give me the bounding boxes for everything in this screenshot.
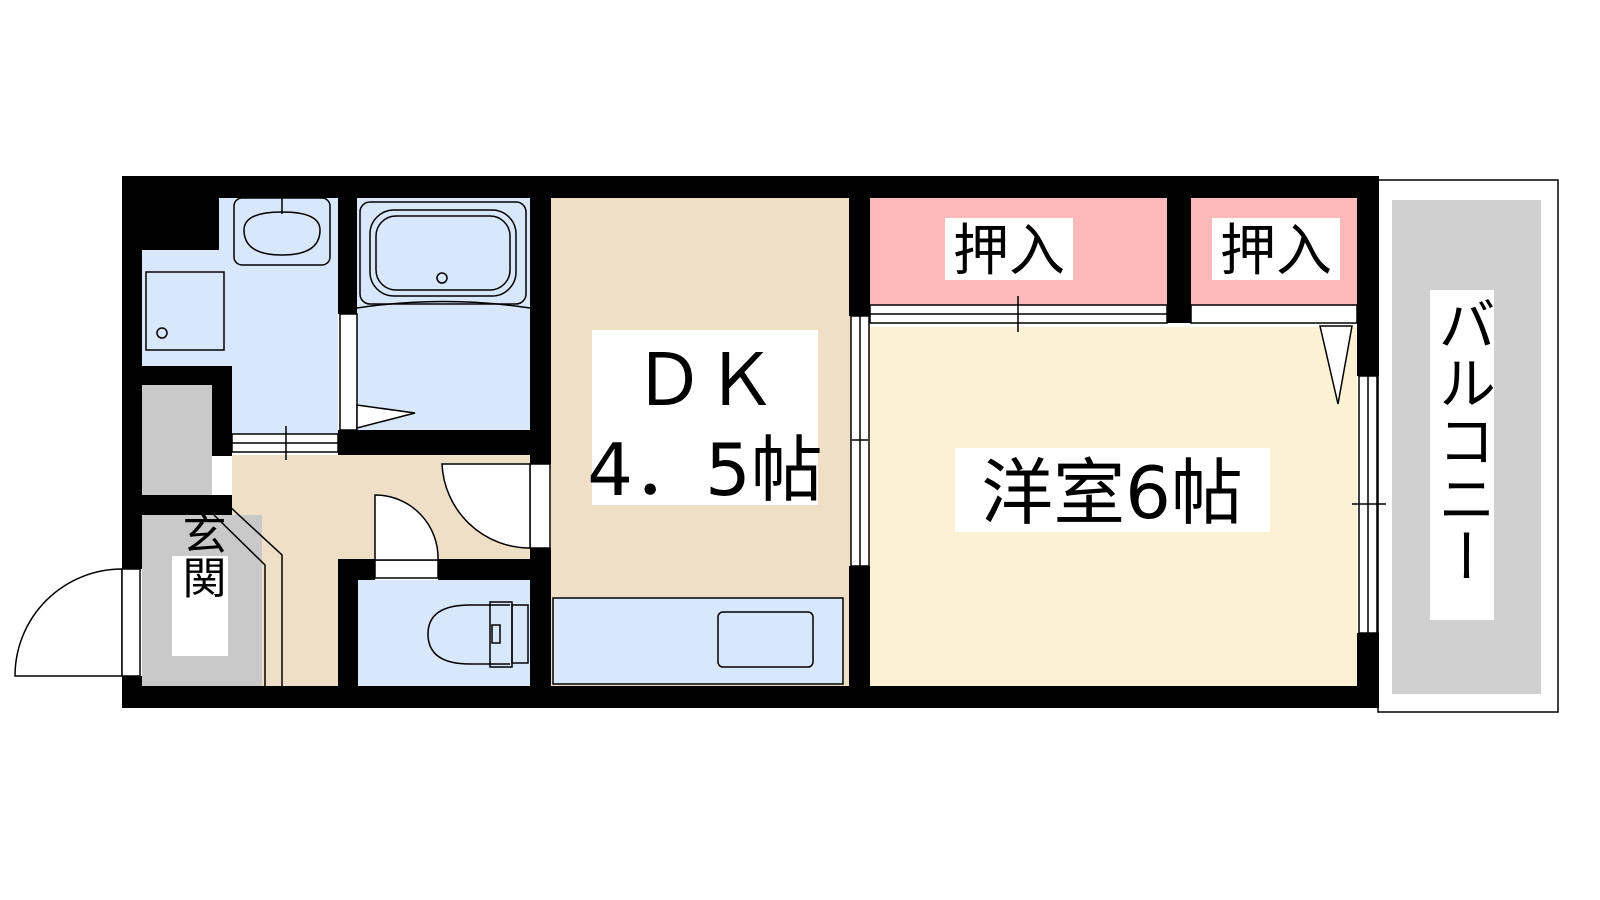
closet-left-label-bg — [945, 218, 1073, 280]
washbasin-icon — [145, 197, 331, 351]
shoe-storage — [142, 385, 212, 495]
balcony-label: バルコニー — [1428, 295, 1496, 585]
entrance-label-bg — [172, 556, 228, 656]
dk-size-label: 4．5帖 — [587, 428, 823, 512]
dk-label-bg — [592, 330, 818, 505]
closet-right-label-bg — [1212, 218, 1340, 280]
dk-label: ＤＫ — [633, 338, 777, 422]
western-room-label: 洋室6帖 — [981, 451, 1243, 535]
toilet-floor — [358, 580, 530, 688]
door-swing-icon — [14, 404, 531, 677]
closet-right-label: 押入 — [1220, 219, 1332, 284]
entrance-label: 玄関 — [175, 511, 226, 599]
toilet-icon — [427, 601, 529, 668]
walls — [122, 176, 1379, 708]
bathroom-floor — [357, 198, 530, 434]
kitchen-sink-icon — [552, 597, 844, 685]
balcony — [1377, 179, 1559, 713]
western-label-bg — [955, 448, 1270, 532]
sliding-doors — [231, 296, 1386, 634]
entrance-step — [213, 504, 283, 688]
bathtub-icon — [356, 201, 531, 309]
closet-left-label: 押入 — [953, 219, 1065, 284]
washroom-floor-b — [232, 370, 338, 436]
